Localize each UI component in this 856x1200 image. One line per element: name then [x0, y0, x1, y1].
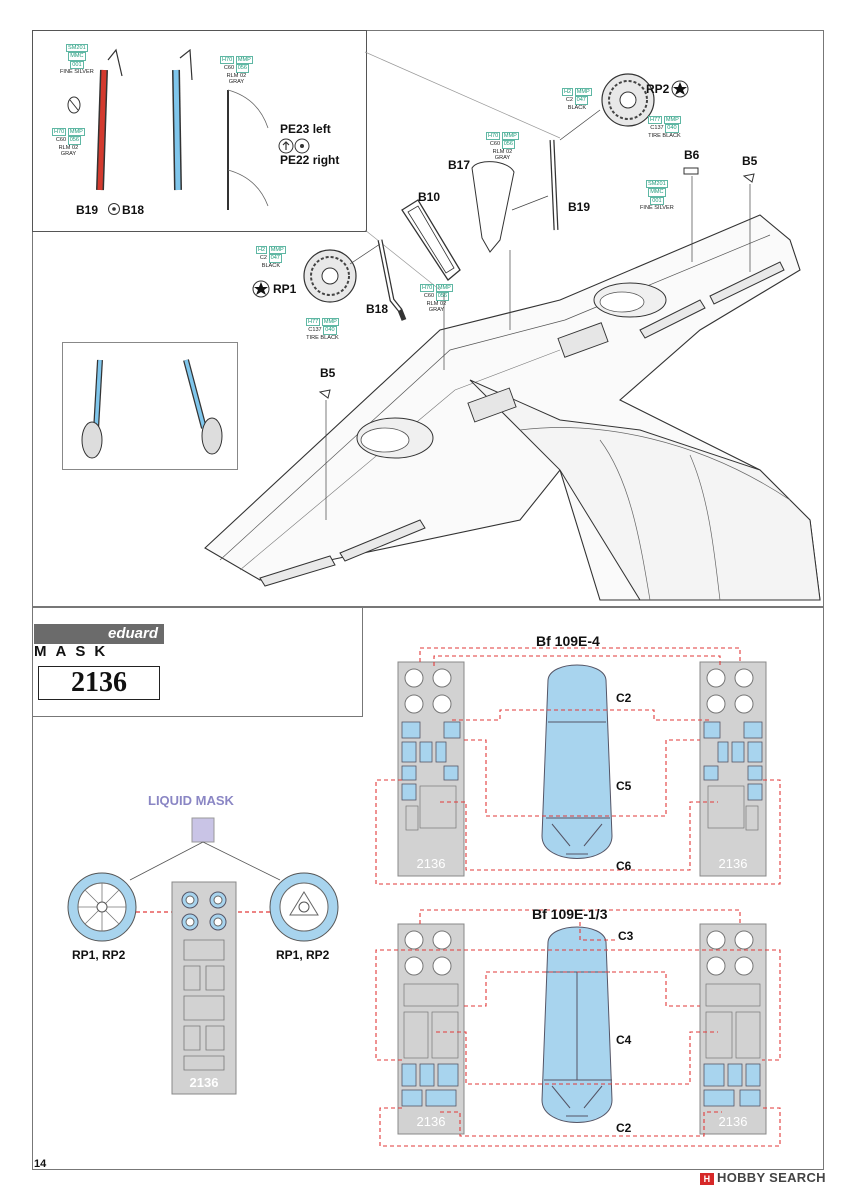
part-label-rp1: RP1	[273, 282, 297, 296]
part-label-b18-inset: B18	[122, 203, 145, 217]
sheet-number-e4-right: 2136	[719, 856, 748, 871]
sheet-number-e13-left: 2136	[417, 1114, 446, 1129]
detail-inset-frame	[32, 30, 367, 232]
brand-mask-label: MASK	[34, 643, 115, 660]
part-label-b17: B17	[448, 158, 471, 172]
eduard-mask-logo: eduard MASK 2136	[34, 624, 164, 706]
assembly-drawing	[67, 48, 821, 601]
mask-left-panel	[32, 606, 363, 717]
watermark-brand: HOBBY SEARCH	[717, 1170, 826, 1185]
part-label-b6: B6	[684, 148, 700, 162]
part-label-b18: B18	[366, 302, 389, 316]
part-label-b10: B10	[418, 190, 441, 204]
part-label-e4-1: C2	[616, 691, 632, 705]
part-label-e13-1: C3	[618, 929, 634, 943]
part-label-e13-2: C4	[616, 1033, 632, 1047]
part-label-b5-left: B5	[320, 366, 336, 380]
variant-title-e13: Bf 109E-1/3	[532, 906, 608, 922]
part-label-rp2: RP2	[646, 82, 670, 96]
part-label-b19: B19	[568, 200, 591, 214]
pe-label-right: PE22 right	[280, 153, 340, 167]
hobby-search-logo-icon: H	[700, 1172, 714, 1185]
variant-title-e4: Bf 109E-4	[536, 633, 600, 649]
part-label-e4-3: C6	[616, 859, 632, 873]
part-label-b19-inset: B19	[76, 203, 99, 217]
pe-label-left: PE23 left	[280, 122, 331, 136]
wheel-label-right: RP1, RP2	[276, 948, 330, 962]
sheet-number-e13-right: 2136	[719, 1114, 748, 1129]
page-number: 14	[34, 1158, 47, 1170]
liquid-mask-label: LIQUID MASK	[148, 793, 234, 808]
liquid-sheet-number: 2136	[190, 1075, 219, 1090]
brand-name: eduard	[34, 624, 164, 644]
mask-set-number: 2136	[38, 666, 160, 700]
part-label-b5-top: B5	[742, 154, 758, 168]
wheel-label-left: RP1, RP2	[72, 948, 126, 962]
wheel-view-inset	[62, 342, 238, 470]
mask-section-frame	[32, 606, 824, 1170]
part-label-e13-3: C2	[616, 1121, 632, 1135]
part-label-e4-2: C5	[616, 779, 632, 793]
assembly-section-frame	[32, 30, 824, 608]
sheet-number-e4-left: 2136	[417, 856, 446, 871]
